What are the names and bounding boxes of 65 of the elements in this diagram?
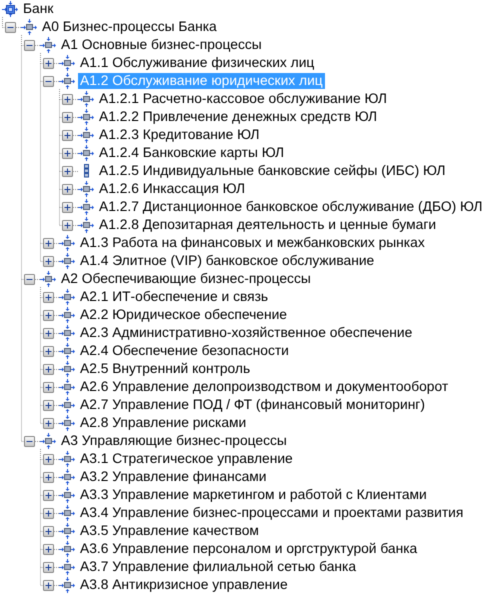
tree-connector-line (40, 387, 41, 406)
tree-connector-line (59, 189, 60, 208)
tree-item-label: А1.2.1 Расчетно-кассовое обслуживание ЮЛ (98, 91, 388, 107)
tree-item-label: А1.4 Элитное (VIP) банковское обслуживание (79, 253, 376, 269)
tree-item-label: Банк (22, 1, 54, 17)
tree-item-label: А2.7 Управление ПОД / ФТ (финансовый мониторинг) (79, 397, 426, 413)
tree-connector-line (40, 531, 41, 550)
tree-connector-line (40, 567, 41, 586)
tree-item-label: А3.6 Управление персоналом и оргструктурой банка (79, 541, 418, 557)
tree-item-label: А2.6 Управление делопроизводством и документооборот (79, 379, 450, 395)
tree-item-label: А2.8 Управление рисками (79, 415, 248, 431)
tree-item-label: А3 Управляющие бизнес-процессы (60, 433, 288, 449)
tree-item-label: А3.8 Антикризисное управление (79, 577, 289, 593)
tree-connector-line (40, 495, 41, 514)
tree-connector-line (40, 369, 41, 388)
tree-item-label: А3.3 Управление маркетингом и работой с Клиентами (79, 487, 428, 503)
tree-connector-line (40, 351, 41, 370)
tree-item-label: А1.1 Обслуживание физических лиц (79, 55, 316, 71)
tree-connector-line (40, 477, 41, 496)
tree-connector-line (59, 88, 60, 100)
tree-item-label: А2.1 ИТ-обеспечение и связь (79, 289, 270, 305)
tree-connector-line (21, 45, 22, 280)
tree-connector-line (40, 52, 41, 64)
tree-item-label: А1.2.5 Индивидуальные банковские сейфы (ИБС) ЮЛ (98, 163, 446, 179)
tree-connector-line (40, 315, 41, 334)
tree-connector-line (40, 243, 41, 262)
tree-connector-line (40, 297, 41, 316)
tree-item-label: А3.7 Управление филиальной сетью банка (79, 559, 357, 575)
tree-item-label: А1.2.8 Депозитарная деятельность и ценные бумаги (98, 217, 438, 233)
tree-item-label: А1.2.2 Привлечение денежных средств ЮЛ (98, 109, 378, 125)
tree-item-label: А1.2.7 Дистанционное банковское обслуживание (ДБО) ЮЛ (98, 199, 484, 215)
tree-item-label: А3.4 Управление бизнес-процессами и проектами развития (79, 505, 464, 521)
tree-connector-line (40, 286, 41, 298)
tree-connector-line (59, 207, 60, 226)
tree-item-label: А1.2.4 Банковские карты ЮЛ (98, 145, 286, 161)
tree-item-label: А2.4 Обеспечение безопасности (79, 343, 290, 359)
tree-item-label: А2.3 Административно-хозяйственное обеспечение (79, 325, 414, 341)
tree-connector-line (40, 333, 41, 352)
tree-connector-line (40, 459, 41, 478)
tree-item-label: А1 Основные бизнес-процессы (60, 37, 263, 53)
tree-item-label: А3.1 Стратегическое управление (79, 451, 294, 467)
tree-item-label: А1.2.6 Инкассация ЮЛ (98, 181, 246, 197)
tree-connector-line (59, 153, 60, 172)
tree-item-label: А1.3 Работа на финансовых и межбанковских рынках (79, 235, 426, 251)
tree-connector-line (59, 117, 60, 136)
tree-item-label: А0 Бизнес-процессы Банка (41, 19, 218, 35)
tree-item-label: А2 Обеспечивающие бизнес-процессы (60, 271, 312, 287)
tree-connector-line (40, 81, 41, 244)
tree-item-label: А2.5 Внутренний контроль (79, 361, 252, 377)
tree-connector-line (40, 448, 41, 460)
tree-connector-line (40, 549, 41, 568)
selected-tree-item: А1.2 Обслуживание юридических лиц (78, 73, 325, 89)
tree-connector-line (40, 513, 41, 532)
tree-connector-line (59, 135, 60, 154)
tree-connector-line (40, 405, 41, 424)
tree-connector-line (40, 63, 41, 82)
tree-connector-line (59, 171, 60, 190)
tree-connector-line (59, 99, 60, 118)
tree-item-label: А1.2.3 Кредитование ЮЛ (98, 127, 260, 143)
tree-item-label: А2.2 Юридическое обеспечение (79, 307, 288, 323)
tree-connector-line (21, 34, 22, 46)
tree-item-label: А3.5 Управление качеством (79, 523, 260, 539)
tree-item-label: А3.2 Управление финансами (79, 469, 268, 485)
tree-connector-line (21, 279, 22, 442)
tree-connector-line (2, 16, 3, 28)
